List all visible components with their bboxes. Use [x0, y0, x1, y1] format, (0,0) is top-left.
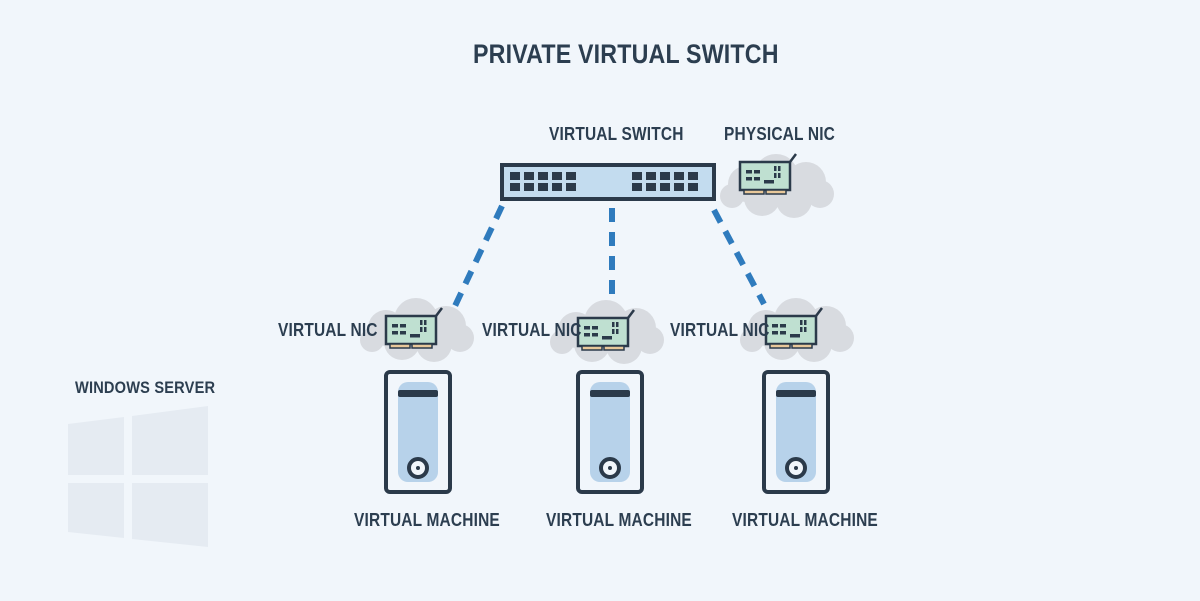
link-switch-to-nic-3 — [711, 208, 767, 306]
virtual-switch-label: VIRTUAL SWITCH — [549, 124, 684, 144]
physical-nic-group — [720, 152, 834, 218]
virtual-machine-label: VIRTUAL MACHINE — [732, 510, 878, 530]
server-tower-icon — [762, 370, 830, 494]
link-switch-to-nic-1 — [452, 204, 505, 308]
virtual-nic-label: VIRTUAL NIC — [278, 320, 378, 340]
server-tower-icon — [384, 370, 452, 494]
virtual-nic-label: VIRTUAL NIC — [482, 320, 582, 340]
server-tower-icon — [576, 370, 644, 494]
network-switch-icon — [500, 163, 716, 201]
windows-server-label: WINDOWS SERVER — [75, 378, 216, 397]
diagram-title: PRIVATE VIRTUAL SWITCH — [473, 39, 779, 69]
virtual-nic-label: VIRTUAL NIC — [670, 320, 770, 340]
windows-logo-icon — [68, 406, 208, 547]
virtual-machine-label: VIRTUAL MACHINE — [546, 510, 692, 530]
virtual-machine-label: VIRTUAL MACHINE — [354, 510, 500, 530]
connection-links — [452, 204, 767, 318]
physical-nic-label: PHYSICAL NIC — [724, 124, 836, 144]
